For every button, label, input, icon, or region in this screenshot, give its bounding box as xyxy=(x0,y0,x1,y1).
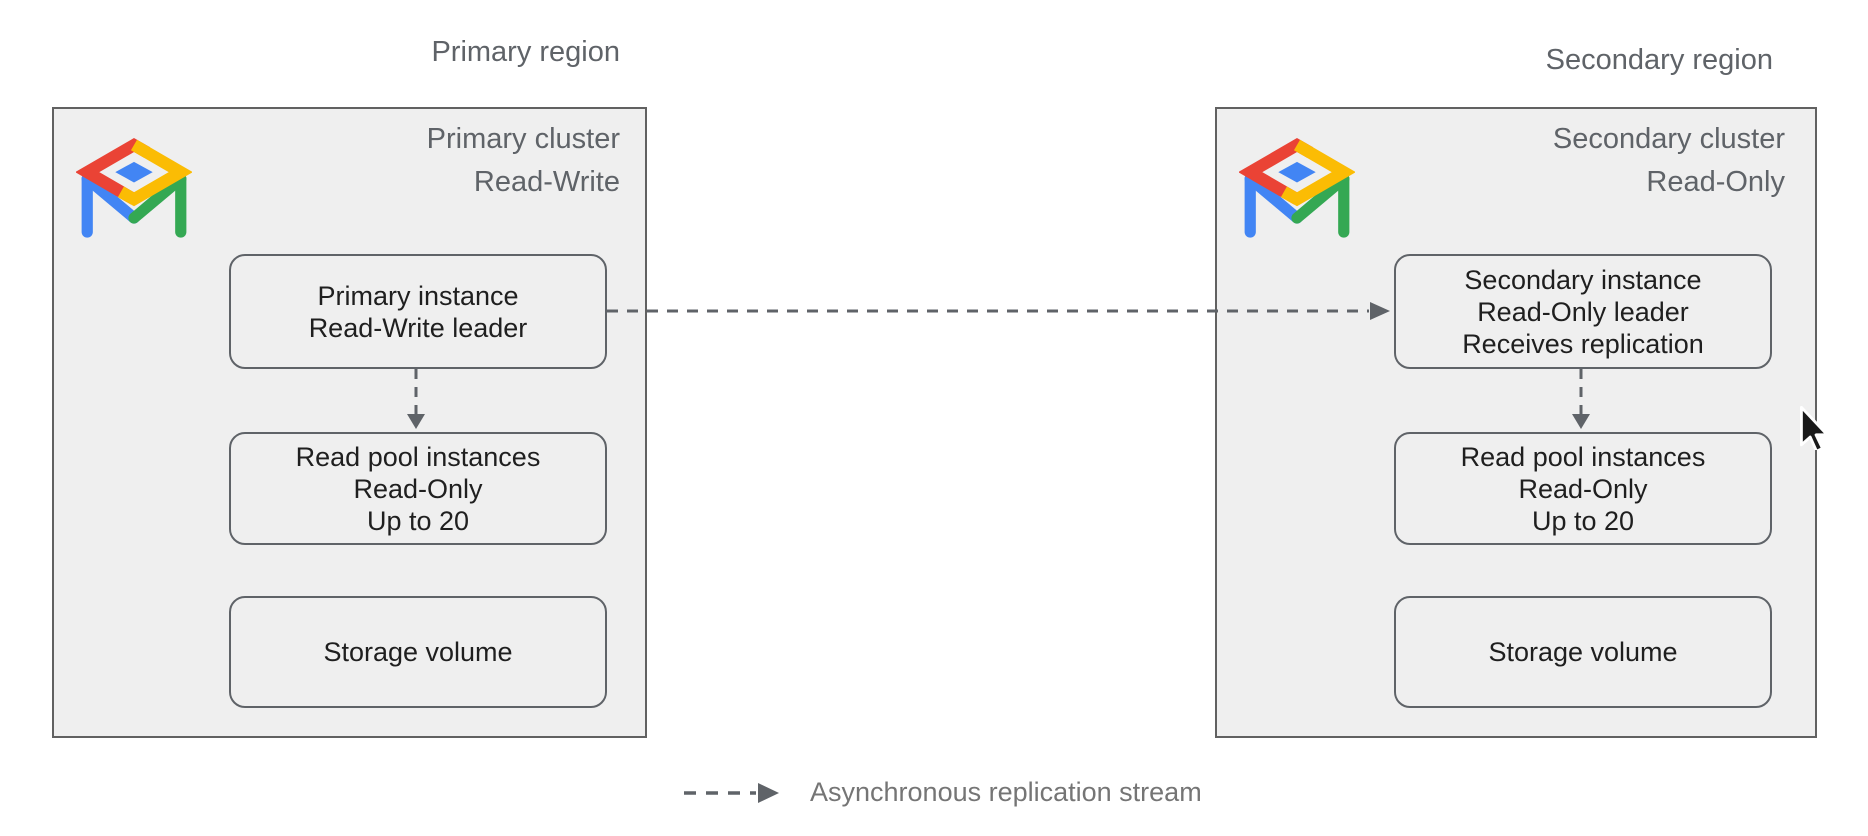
legend-arrow-sample xyxy=(684,783,779,803)
secondary-instance-node: Secondary instance Read-Only leader Rece… xyxy=(1394,254,1772,369)
node-line: Up to 20 xyxy=(1531,505,1635,536)
legend-label: Asynchronous replication stream xyxy=(810,777,1202,807)
primary-cluster-title: Primary cluster Read-Write xyxy=(427,118,620,204)
secondary-storage-volume-node: Storage volume xyxy=(1394,596,1772,708)
node-line: Storage volume xyxy=(323,637,513,667)
secondary-read-pool-node: Read pool instances Read-Only Up to 20 xyxy=(1394,432,1772,545)
node-line: Read-Only xyxy=(1518,473,1648,504)
primary-cluster-box: Primary cluster Read-Write Primary insta… xyxy=(52,107,647,738)
cluster-title-line: Primary cluster xyxy=(426,123,620,155)
node-line: Up to 20 xyxy=(366,505,470,536)
secondary-cluster-box: Secondary cluster Read-Only Secondary in… xyxy=(1215,107,1817,738)
secondary-cluster-title: Secondary cluster Read-Only xyxy=(1553,118,1785,204)
primary-storage-volume-node: Storage volume xyxy=(229,596,607,708)
alloydb-icon xyxy=(76,138,192,238)
node-line: Primary instance xyxy=(317,280,519,311)
primary-region-label: Primary region xyxy=(431,36,620,68)
node-line: Read pool instances xyxy=(1460,441,1706,472)
alloydb-icon xyxy=(1239,138,1355,238)
mouse-cursor xyxy=(1799,406,1829,450)
node-line: Read-Only xyxy=(353,473,483,504)
cluster-title-line: Secondary cluster xyxy=(1552,123,1785,155)
node-line: Read-Only leader xyxy=(1477,296,1689,327)
node-line: Storage volume xyxy=(1488,637,1678,667)
secondary-region-label: Secondary region xyxy=(1545,44,1773,76)
cluster-title-line: Read-Write xyxy=(473,166,620,198)
node-line: Read pool instances xyxy=(295,441,541,472)
primary-read-pool-node: Read pool instances Read-Only Up to 20 xyxy=(229,432,607,545)
node-line: Receives replication xyxy=(1462,328,1704,359)
primary-instance-node: Primary instance Read-Write leader xyxy=(229,254,607,369)
node-line: Secondary instance xyxy=(1464,264,1702,295)
cluster-title-line: Read-Only xyxy=(1646,166,1785,198)
node-line: Read-Write leader xyxy=(308,312,528,343)
